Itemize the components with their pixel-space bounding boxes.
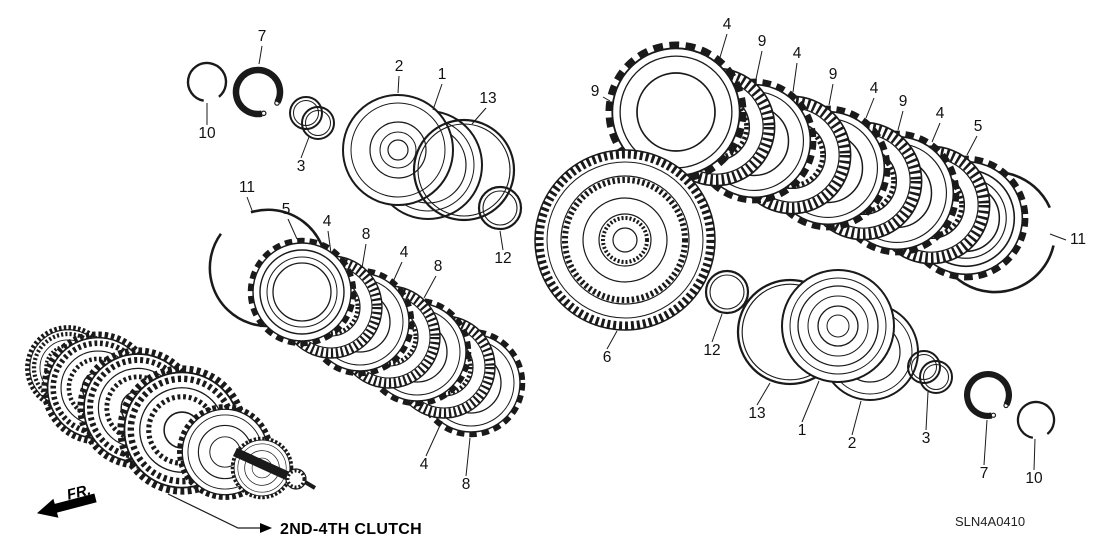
callout-label: 4 xyxy=(723,16,732,33)
part-12-o-ring-left xyxy=(477,185,523,231)
callout-label: 5 xyxy=(282,201,291,218)
leader-lines xyxy=(206,33,1067,477)
callout-label: 1 xyxy=(438,66,447,83)
callout-label: 4 xyxy=(323,213,332,230)
callout-label: 9 xyxy=(829,66,838,83)
callout-label: 11 xyxy=(1070,231,1086,248)
callout-label: 2 xyxy=(848,435,857,452)
callout-label: 8 xyxy=(462,476,471,493)
callout-label: 12 xyxy=(703,342,720,359)
callout-label: 4 xyxy=(420,456,429,473)
callout-label: 4 xyxy=(793,45,802,62)
callout-label: 3 xyxy=(297,158,306,175)
assembly-label: 2ND-4TH CLUTCH xyxy=(280,521,422,538)
left-clutch-stack xyxy=(251,241,523,435)
part-7-snap-ring-left xyxy=(233,67,284,118)
front-arrow-icon xyxy=(36,493,97,518)
part-2-clutch-piston-left xyxy=(342,94,454,206)
assembly-callout: 2ND-4TH CLUTCH xyxy=(167,493,422,538)
callout-label: 8 xyxy=(434,258,443,275)
callout-label: 10 xyxy=(198,125,216,142)
callout-label: 9 xyxy=(899,93,908,110)
part-1-clutch-drum-right xyxy=(781,269,895,383)
callout-label: 2 xyxy=(395,58,404,75)
part-10-set-ring-right xyxy=(1013,397,1059,443)
callout-label: 3 xyxy=(922,430,931,447)
callout-label: 10 xyxy=(1025,470,1043,487)
part-6-clutch-guide xyxy=(534,149,716,331)
callout-labels: 7 10 3 2 1 13 12 11 5 4 8 4 8 4 8 9 4 9 … xyxy=(198,16,1086,493)
callout-label: 7 xyxy=(258,28,267,45)
callout-label: 12 xyxy=(494,250,511,267)
part-12-o-ring-right xyxy=(704,269,750,315)
callout-label: 9 xyxy=(758,33,767,50)
callout-label: 6 xyxy=(603,349,612,366)
callout-label: 1 xyxy=(798,422,807,439)
part-10-set-ring-left xyxy=(183,58,231,106)
callout-label: 5 xyxy=(974,118,983,135)
callout-label: 4 xyxy=(400,244,409,261)
assembly-arrow-icon xyxy=(260,523,272,533)
drawing-code: SLN4A0410 xyxy=(955,514,1025,529)
mainshaft-tip xyxy=(233,447,317,490)
front-direction-indicator: FR. xyxy=(36,481,97,518)
callout-label: 9 xyxy=(591,83,600,100)
callout-label: 11 xyxy=(239,179,255,196)
callout-label: 4 xyxy=(870,80,879,97)
callout-label: 13 xyxy=(748,405,765,422)
callout-label: 4 xyxy=(936,105,945,122)
part-7-snap-ring-right xyxy=(964,371,1012,419)
front-label: FR. xyxy=(65,481,93,503)
callout-label: 13 xyxy=(479,90,496,107)
mainshaft-clutch-assembly xyxy=(28,328,317,498)
callout-label: 7 xyxy=(980,465,989,482)
part-3-seal-rings-left xyxy=(289,96,335,140)
callout-label: 8 xyxy=(362,226,371,243)
